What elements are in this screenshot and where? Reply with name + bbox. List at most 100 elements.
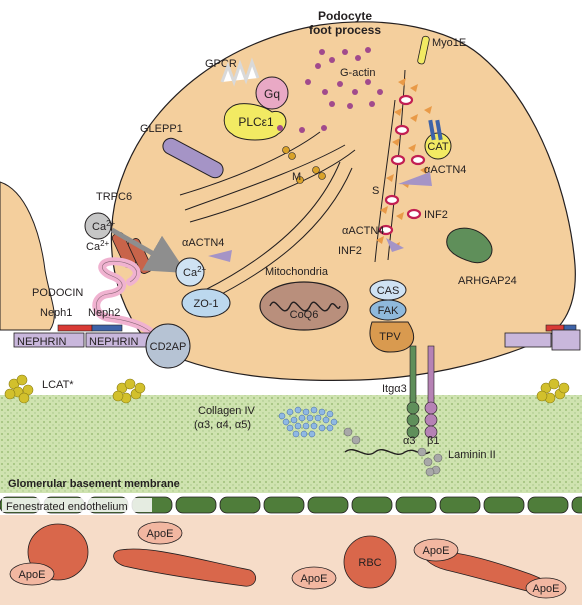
integrin-b1-stalk (427, 345, 435, 407)
inf2-right-label: INF2 (424, 209, 448, 221)
nephrin-strip-right (504, 332, 552, 348)
myo1e-bar (417, 35, 430, 65)
zo1-protein (181, 288, 231, 318)
actn4-mid-wedge (386, 238, 404, 252)
laminin-label: Laminin II (448, 449, 496, 461)
mitochondria-label: Mitochondria (265, 266, 329, 278)
tpv-protein (369, 321, 414, 353)
rbc-left-elongated (113, 548, 257, 587)
endothelium-label-box (2, 498, 152, 512)
lcat-label: LCAT* (42, 379, 74, 391)
gq-label: Gq (264, 87, 280, 101)
myo1e-beads (378, 94, 426, 236)
ca-ion-label: Ca2+ (92, 219, 116, 233)
neighbor-podocyte-right (551, 329, 581, 351)
arhgap24-label: ARHGAP24 (458, 275, 517, 287)
collagen-network (278, 406, 338, 438)
title-line2: foot process (309, 23, 381, 37)
plce1-label: PLCε1 (238, 115, 274, 129)
myo1e-label: Myo1E (432, 37, 466, 49)
tpv-label: TPV (379, 331, 401, 343)
apoe-2-shape (137, 521, 183, 545)
neph2-label: Neph2 (88, 307, 120, 319)
cat-bar-2 (435, 119, 443, 141)
gpcr-label: GPCR (205, 58, 237, 70)
itga3-label: Itgα3 (382, 383, 407, 395)
nephrin-label-2: NEPHRIN (89, 336, 139, 348)
podocin-label: PODOCIN (32, 287, 83, 299)
neph2-bar (91, 324, 123, 332)
actn4-left-label: αACTN4 (182, 237, 224, 249)
inf2-left-label: INF2 (338, 245, 362, 257)
myosin-motifs (282, 146, 326, 184)
arhgap24-shape (446, 227, 493, 264)
cat-label: CAT (427, 141, 448, 153)
lcat-cluster-right (536, 378, 570, 404)
fak-protein (369, 299, 407, 321)
ca-ion-outside (84, 212, 112, 240)
apoe-4-shape (413, 538, 459, 562)
capillary-lumen (0, 515, 582, 605)
apoe-1-shape (9, 562, 55, 586)
gpcr-receptor (220, 57, 260, 87)
actn4-mid-label: αACTN4 (342, 225, 384, 237)
neph1-label: Neph1 (40, 307, 72, 319)
apoe-3-label: ApoE (301, 573, 328, 585)
lcat-cluster-left (4, 374, 34, 404)
collagen-label-1: Collagen IV (198, 405, 256, 417)
a3-label: α3 (403, 435, 415, 447)
integrin-a3-beads (406, 401, 420, 439)
laminin-chain (344, 449, 431, 455)
gbm-label: Glomerular basement membrane (8, 478, 180, 490)
gq-protein (255, 76, 289, 110)
ca-inside-label: Ca2+ (183, 265, 207, 279)
nephrin-label-1: NEPHRIN (17, 336, 67, 348)
cas-label: CAS (377, 285, 400, 297)
glepp1-label: GLEPP1 (140, 123, 183, 135)
apoe-4-label: ApoE (423, 545, 450, 557)
actn4-right-wedge (398, 172, 432, 186)
apoe-3-shape (291, 566, 337, 590)
g-actin-label: G-actin (340, 67, 375, 79)
apoe-5-label: ApoE (533, 583, 560, 595)
calcium-influx-arrow (110, 227, 187, 273)
s-label: S (372, 185, 379, 197)
trpc6-label: TRPC6 (96, 191, 132, 203)
fak-label: FAK (378, 305, 399, 317)
mitochondria-cristae (269, 301, 341, 312)
plce1-shape (223, 103, 287, 141)
ca-ion-inside (175, 257, 205, 287)
actin-filaments (179, 131, 356, 301)
g-actin-dots (305, 47, 383, 109)
apoe-2-label: ApoE (147, 528, 174, 540)
cd2ap-label: CD2AP (150, 341, 187, 353)
b1-label: β1 (427, 435, 439, 447)
rbc-label: RBC (358, 557, 381, 569)
laminin-beads (343, 427, 443, 477)
apoe-1-label: ApoE (19, 569, 46, 581)
ca-free-label: Ca2+ (86, 239, 110, 253)
myosin-pins (277, 125, 327, 133)
collagen-label-2: (α3, α4, α5) (194, 419, 251, 431)
neph1-bar (57, 324, 93, 332)
m-label: M (292, 171, 301, 183)
zo1-label: ZO-1 (193, 298, 218, 310)
nephrin-strip-1 (13, 332, 85, 348)
apoe-5-shape (525, 577, 567, 599)
mitochondria-shape (259, 281, 349, 331)
cat-bar-1 (428, 119, 436, 141)
integrin-b1-beads (424, 401, 438, 439)
endothelium-label: Fenestrated endothelium (6, 501, 128, 513)
rbc-center (343, 535, 397, 589)
glepp1-shape (162, 137, 224, 179)
integrin-a3-stalk (409, 345, 417, 407)
title-line1: Podocyte (318, 9, 372, 23)
actn4-right-label: αACTN4 (424, 164, 466, 176)
actn4-left-wedge (208, 250, 232, 262)
cd2ap-protein (145, 323, 191, 369)
lcat-cluster-mid (112, 378, 146, 404)
podocin-outline (95, 260, 161, 341)
neighbor-podocyte-left (0, 181, 55, 331)
coq6-label: CoQ6 (290, 309, 319, 321)
